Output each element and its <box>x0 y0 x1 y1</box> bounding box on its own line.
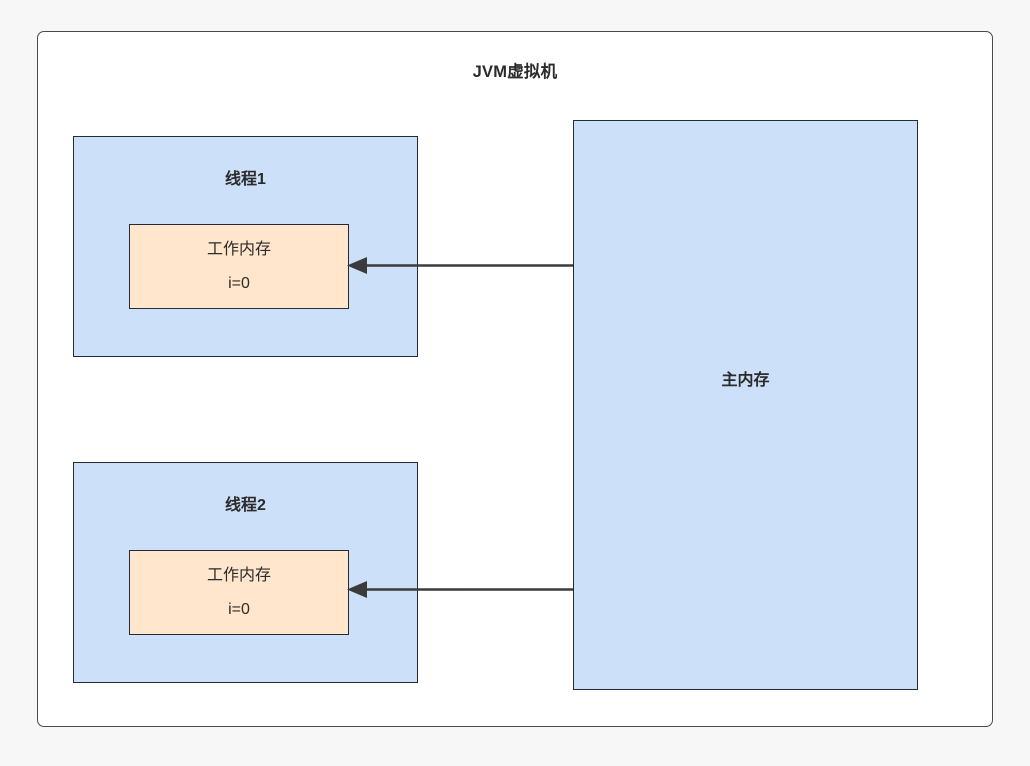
thread-2-label: 线程2 <box>225 497 266 514</box>
diagram-title: JVM虚拟机 <box>472 63 558 81</box>
main-memory-label: 主内存 <box>721 372 770 389</box>
thread-1-working-memory-box: 工作内存 i=0 <box>129 224 349 309</box>
thread-1-label: 线程1 <box>225 171 266 188</box>
thread-2-working-memory-value: i=0 <box>228 601 250 618</box>
thread-1-working-memory-value: i=0 <box>228 275 250 292</box>
thread-2-working-memory-title: 工作内存 <box>206 567 271 584</box>
thread-2-working-memory-box: 工作内存 i=0 <box>129 550 349 635</box>
thread-2-box: 线程2 工作内存 i=0 <box>73 462 418 683</box>
thread-1-box: 线程1 工作内存 i=0 <box>73 136 418 357</box>
main-memory-box: 主内存 <box>573 120 918 690</box>
thread-1-working-memory-title: 工作内存 <box>206 241 271 258</box>
